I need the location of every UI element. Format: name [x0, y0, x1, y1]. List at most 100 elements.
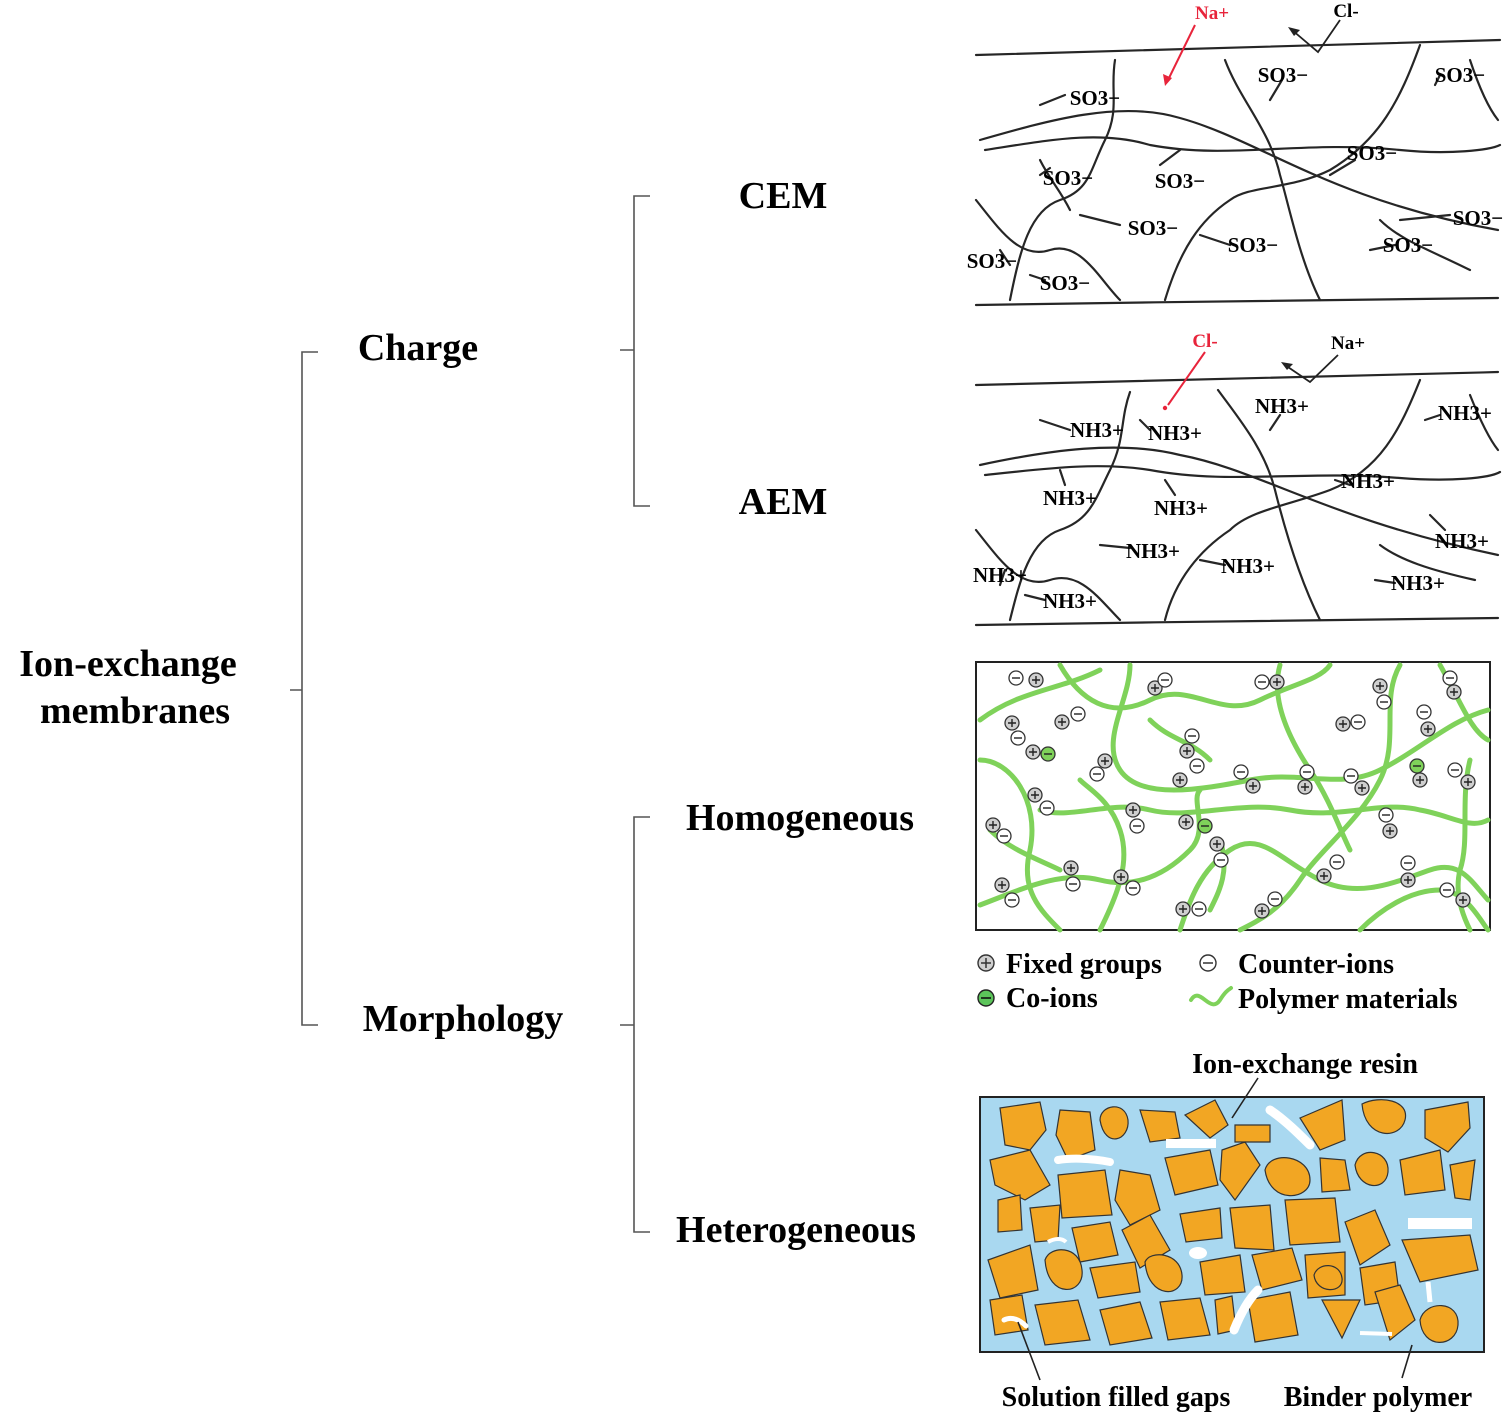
resin-particle	[1164, 1149, 1219, 1196]
counter-ion-symbol	[1184, 728, 1200, 744]
fixed-group-symbol	[1335, 716, 1351, 732]
legend-fixed-groups: Fixed groups	[1006, 949, 1162, 980]
homogeneous-label: Homogeneous	[686, 797, 914, 839]
legend-co-ions: Co-ions	[1006, 983, 1098, 1014]
ion-symbols	[985, 670, 1476, 919]
counter-ion-symbol	[1343, 768, 1359, 784]
aem-group-label: NH3+	[1255, 394, 1309, 418]
counter-ion-symbol	[1089, 766, 1105, 782]
resin-particle	[1034, 1299, 1091, 1346]
cem-group-label: SO3−	[1435, 63, 1485, 87]
counter-ion-symbol	[1004, 892, 1020, 908]
fixed-group-symbol	[1147, 680, 1163, 696]
cem-group-label: SO3−	[1258, 63, 1308, 87]
aem-group-label: NH3+	[1391, 571, 1445, 595]
cem-fixed-group-labels: SO3− SO3− SO3− SO3− SO3− SO3− SO3− SO3− …	[967, 63, 1503, 295]
cem-group-label: SO3−	[1070, 86, 1120, 110]
aem-group-label: NH3+	[1043, 589, 1097, 613]
counter-ion-symbol	[1191, 901, 1207, 917]
fixed-group-symbol	[1420, 721, 1436, 737]
resin-particle	[1399, 1149, 1446, 1196]
resin-particle	[999, 1101, 1047, 1151]
cem-ion-in: Na+	[1195, 3, 1229, 24]
resin-particle	[1179, 1207, 1223, 1243]
cem-label: CEM	[739, 175, 828, 217]
fixed-group-symbol	[1372, 678, 1388, 694]
fixed-group-symbol	[1460, 774, 1476, 790]
counter-ion-symbol	[1376, 694, 1392, 710]
resin-particle	[1401, 1234, 1479, 1283]
fixed-group-symbol	[1269, 674, 1285, 690]
resin-particle	[1183, 1099, 1229, 1139]
fixed-group-symbol	[1254, 903, 1270, 919]
resin-particle	[1264, 1157, 1311, 1197]
counter-ion-symbol	[1008, 670, 1024, 686]
co-ion-symbol	[1409, 758, 1425, 774]
cem-membrane-illustration	[974, 19, 1502, 307]
counter-ion-symbol	[1400, 855, 1416, 871]
fixed-group-symbol	[1027, 787, 1043, 803]
resin-particle	[1099, 1106, 1129, 1140]
resin-particle	[1354, 1151, 1389, 1187]
fixed-group-symbol	[1113, 869, 1129, 885]
fixed-group-symbol	[1382, 823, 1398, 839]
resin-particles	[987, 1099, 1479, 1346]
legend-counter-ions: Counter-ions	[1238, 949, 1394, 980]
fixed-group-symbol	[1097, 753, 1113, 769]
resin-particle	[1299, 1099, 1346, 1151]
counter-ion-symbol	[1299, 764, 1315, 780]
resin-particle	[1219, 1141, 1261, 1202]
aem-group-label: NH3+	[1154, 496, 1208, 520]
charge-label: Charge	[358, 327, 478, 369]
label-ion-exchange-resin: Ion-exchange resin	[1192, 1049, 1418, 1080]
fixed-group-symbol	[1446, 684, 1462, 700]
fixed-group-symbol	[1028, 672, 1044, 688]
resin-particle	[989, 1149, 1051, 1201]
fixed-group-symbol	[1455, 892, 1471, 908]
counter-ion-symbol	[1267, 891, 1283, 907]
fixed-group-symbol	[985, 817, 1001, 833]
homogeneous-membrane-illustration	[975, 661, 1491, 933]
aem-group-label: NH3+	[1341, 469, 1395, 493]
solution-gaps	[1001, 1105, 1472, 1336]
counter-ion-symbol	[1378, 807, 1394, 823]
resin-particle	[1234, 1124, 1271, 1143]
resin-particle	[1029, 1204, 1061, 1243]
counter-ion-symbol	[1442, 670, 1458, 686]
resin-particle	[1159, 1297, 1211, 1341]
label-binder-polymer: Binder polymer	[1284, 1382, 1472, 1413]
counter-ion-symbol	[1233, 764, 1249, 780]
resin-particle	[987, 1244, 1039, 1299]
resin-particle	[1044, 1249, 1083, 1290]
resin-particle	[1344, 1209, 1391, 1266]
resin-particle	[1057, 1169, 1113, 1219]
aem-group-label: NH3+	[1221, 554, 1275, 578]
resin-particle	[1199, 1254, 1246, 1296]
cem-group-label: SO3−	[1228, 233, 1278, 257]
counter-ion-symbol	[1039, 800, 1055, 816]
counter-ion-symbol	[1254, 674, 1270, 690]
fixed-group-symbol	[1209, 836, 1225, 852]
counter-ion-symbol	[1447, 762, 1463, 778]
resin-particle	[1313, 1265, 1343, 1291]
counter-ion-symbol	[1350, 714, 1366, 730]
cem-group-label: SO3−	[1043, 166, 1093, 190]
legend-polymer-materials: Polymer materials	[1238, 984, 1458, 1015]
heterogeneous-label: Heterogeneous	[676, 1209, 916, 1251]
root-label-line2: membranes	[40, 690, 230, 732]
fixed-group-symbol	[1125, 802, 1141, 818]
co-ion-icon	[977, 989, 995, 1007]
morphology-label: Morphology	[363, 998, 564, 1040]
aem-group-label: NH3+	[1043, 486, 1097, 510]
fixed-group-symbol	[994, 877, 1010, 893]
charge-brace	[620, 195, 650, 507]
resin-particle	[1321, 1299, 1361, 1340]
root-label-line1: Ion-exchange	[19, 643, 236, 685]
counter-ion-symbol	[1070, 706, 1086, 722]
cem-group-label: SO3−	[1383, 233, 1433, 257]
aem-label: AEM	[739, 481, 828, 523]
label-solution-filled-gaps: Solution filled gaps	[1002, 1382, 1231, 1413]
cem-group-label: SO3−	[1128, 216, 1178, 240]
resin-particle	[1319, 1157, 1351, 1193]
